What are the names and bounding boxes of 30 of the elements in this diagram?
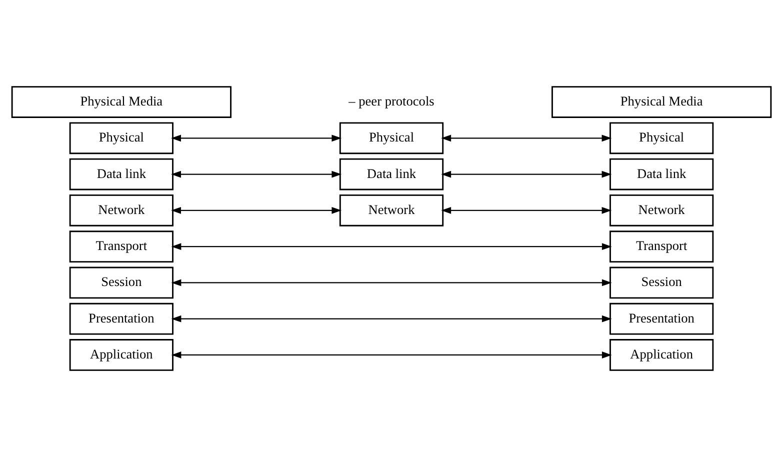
arrow (441, 170, 612, 178)
node-box: Presentation (610, 302, 714, 335)
arrow (171, 352, 612, 358)
arrow (171, 134, 342, 142)
arrow (441, 206, 612, 214)
arrow (171, 315, 612, 322)
node-box: Physical Media (11, 86, 232, 118)
node-box: Physical (610, 122, 714, 154)
node-box: Network (610, 194, 714, 226)
node-box: Session (69, 266, 174, 299)
node-box: Physical Media (552, 86, 772, 118)
arrow (171, 206, 342, 214)
node-box: Transport (610, 230, 714, 262)
node-box: Presentation (69, 302, 174, 335)
arrow (171, 279, 612, 286)
node-box: Application (610, 339, 714, 371)
node-box: Session (610, 266, 714, 299)
arrow (171, 170, 342, 178)
node-box: Network (339, 194, 444, 226)
node-box: Physical (339, 122, 444, 154)
node-box: Data link (339, 158, 444, 190)
node-box: Physical (69, 122, 174, 154)
arrow (171, 243, 612, 250)
legend-label: – peer protocols (348, 94, 434, 109)
node-box: Network (69, 194, 174, 226)
arrow (441, 134, 612, 142)
node-box: Data link (69, 158, 174, 190)
node-box: Transport (69, 230, 174, 262)
node-box: Application (69, 339, 174, 371)
node-box: Data link (610, 158, 714, 190)
